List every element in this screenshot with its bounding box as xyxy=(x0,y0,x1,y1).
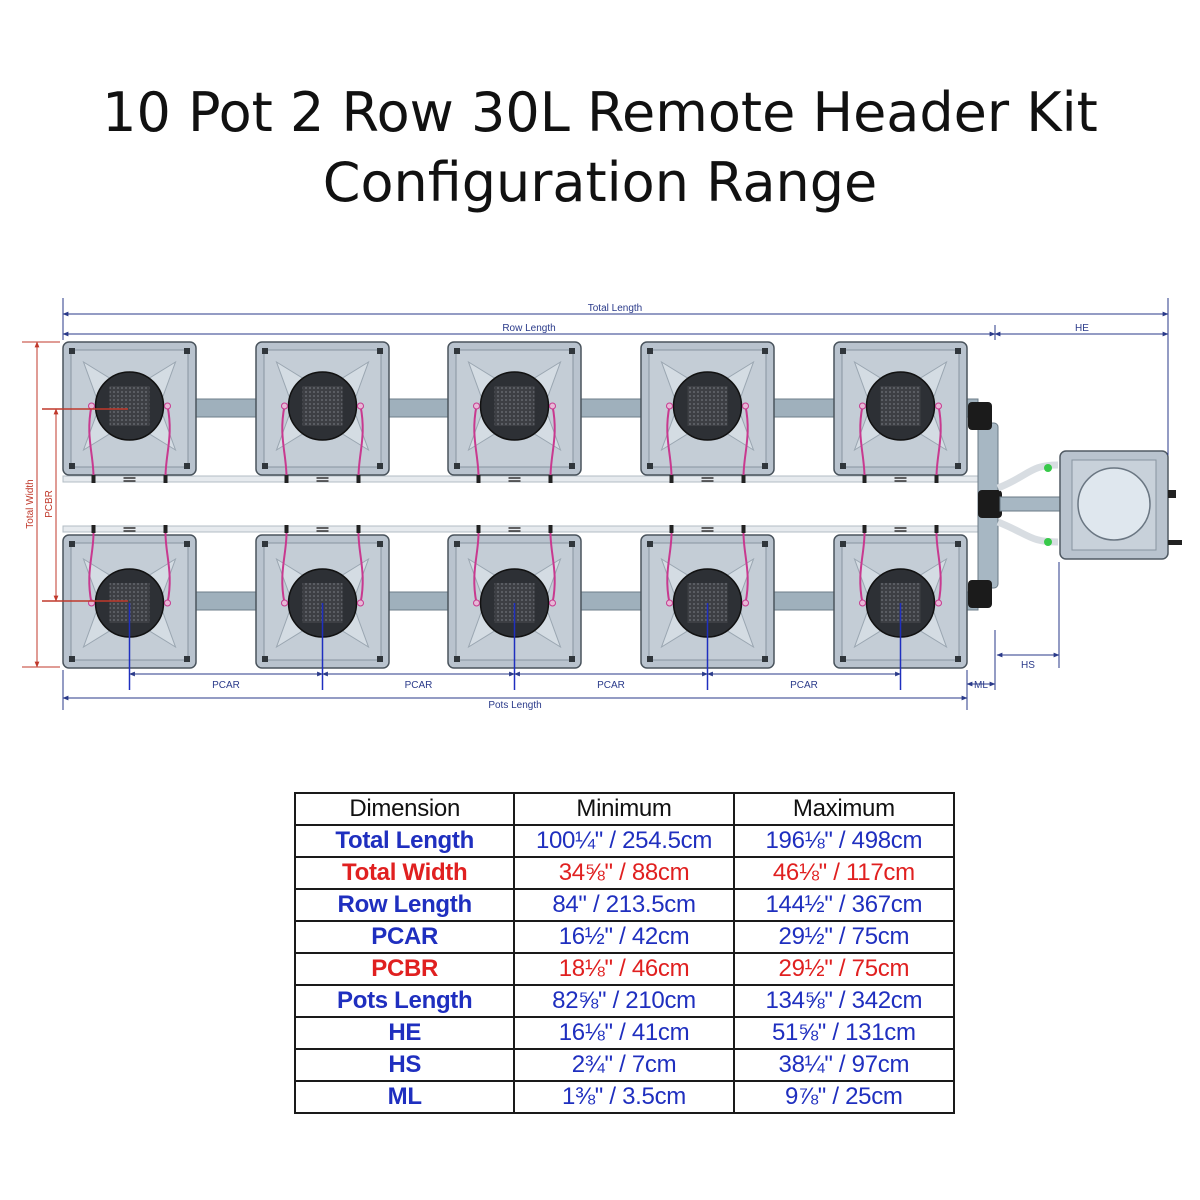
pot xyxy=(62,341,197,483)
dimension-cell: ML xyxy=(293,1080,516,1114)
hs-label: HS xyxy=(1021,660,1035,671)
drip-tube xyxy=(62,475,999,483)
dimension-cell: PCAR xyxy=(293,920,516,954)
dimension-cell: HS xyxy=(293,1048,516,1082)
pcar-label: PCAR xyxy=(597,680,625,691)
maximum-cell: 46⅛" / 117cm xyxy=(732,856,956,890)
pot xyxy=(447,525,582,690)
minimum-cell: 16⅛" / 41cm xyxy=(513,1016,735,1050)
minimum-cell: 34⅝" / 88cm xyxy=(513,856,735,890)
pots-length-label: Pots Length xyxy=(488,700,541,711)
dimension-cell: Pots Length xyxy=(293,984,516,1018)
table-header-row: Dimension Minimum Maximum xyxy=(293,792,956,826)
maximum-cell: 29½" / 75cm xyxy=(732,920,956,954)
maximum-cell: 51⅝" / 131cm xyxy=(732,1016,956,1050)
total-width-label: Total Width xyxy=(25,479,36,528)
pot xyxy=(447,341,582,483)
title-line-1: 10 Pot 2 Row 30L Remote Header Kit xyxy=(102,81,1098,144)
header-tank xyxy=(1044,450,1182,560)
row-length-label: Row Length xyxy=(502,323,555,334)
dimension-cell: Total Length xyxy=(293,824,516,858)
header-minimum: Minimum xyxy=(513,792,735,826)
pcar-label: PCAR xyxy=(212,680,240,691)
maximum-cell: 9⅞" / 25cm xyxy=(732,1080,956,1114)
maximum-cell: 134⅝" / 342cm xyxy=(732,984,956,1018)
pot xyxy=(640,341,775,483)
pots-group xyxy=(62,341,968,690)
minimum-cell: 2¾" / 7cm xyxy=(513,1048,735,1082)
pot xyxy=(833,341,968,483)
header-maximum: Maximum xyxy=(732,792,956,826)
maximum-cell: 144½" / 367cm xyxy=(732,888,956,922)
minimum-cell: 1⅜" / 3.5cm xyxy=(513,1080,735,1114)
minimum-cell: 82⅝" / 210cm xyxy=(513,984,735,1018)
maximum-cell: 29½" / 75cm xyxy=(732,952,956,986)
layout-diagram: Total Length Row Length HE Total Width P… xyxy=(22,298,1182,711)
he-label: HE xyxy=(1075,323,1089,334)
dimension-cell: HE xyxy=(293,1016,516,1050)
maximum-cell: 196⅛" / 498cm xyxy=(732,824,956,858)
dimension-lines: Total Length Row Length HE Total Width P… xyxy=(22,298,1169,711)
header-dimension: Dimension xyxy=(293,792,516,826)
pcar-dimensions: PCAR PCAR PCAR PCAR xyxy=(128,671,902,691)
pot xyxy=(640,525,775,690)
pcar-label: PCAR xyxy=(790,680,818,691)
page-title: 10 Pot 2 Row 30L Remote Header Kit Confi… xyxy=(0,78,1200,218)
pot xyxy=(62,525,197,690)
pot xyxy=(255,341,390,483)
dimension-cell: Row Length xyxy=(293,888,516,922)
pot xyxy=(255,525,390,690)
pcbr-label: PCBR xyxy=(44,490,55,518)
dimension-cell: PCBR xyxy=(293,952,516,986)
total-length-label: Total Length xyxy=(588,303,643,314)
pot xyxy=(833,525,968,690)
minimum-cell: 16½" / 42cm xyxy=(513,920,735,954)
pcar-label: PCAR xyxy=(405,680,433,691)
header-manifold xyxy=(968,402,1063,608)
title-line-2: Configuration Range xyxy=(322,151,878,214)
dimension-cell: Total Width xyxy=(293,856,516,890)
minimum-cell: 18⅛" / 46cm xyxy=(513,952,735,986)
drip-tube xyxy=(62,525,999,533)
minimum-cell: 84" / 213.5cm xyxy=(513,888,735,922)
maximum-cell: 38¼" / 97cm xyxy=(732,1048,956,1082)
minimum-cell: 100¼" / 254.5cm xyxy=(513,824,735,858)
ml-label: ML xyxy=(974,680,988,691)
